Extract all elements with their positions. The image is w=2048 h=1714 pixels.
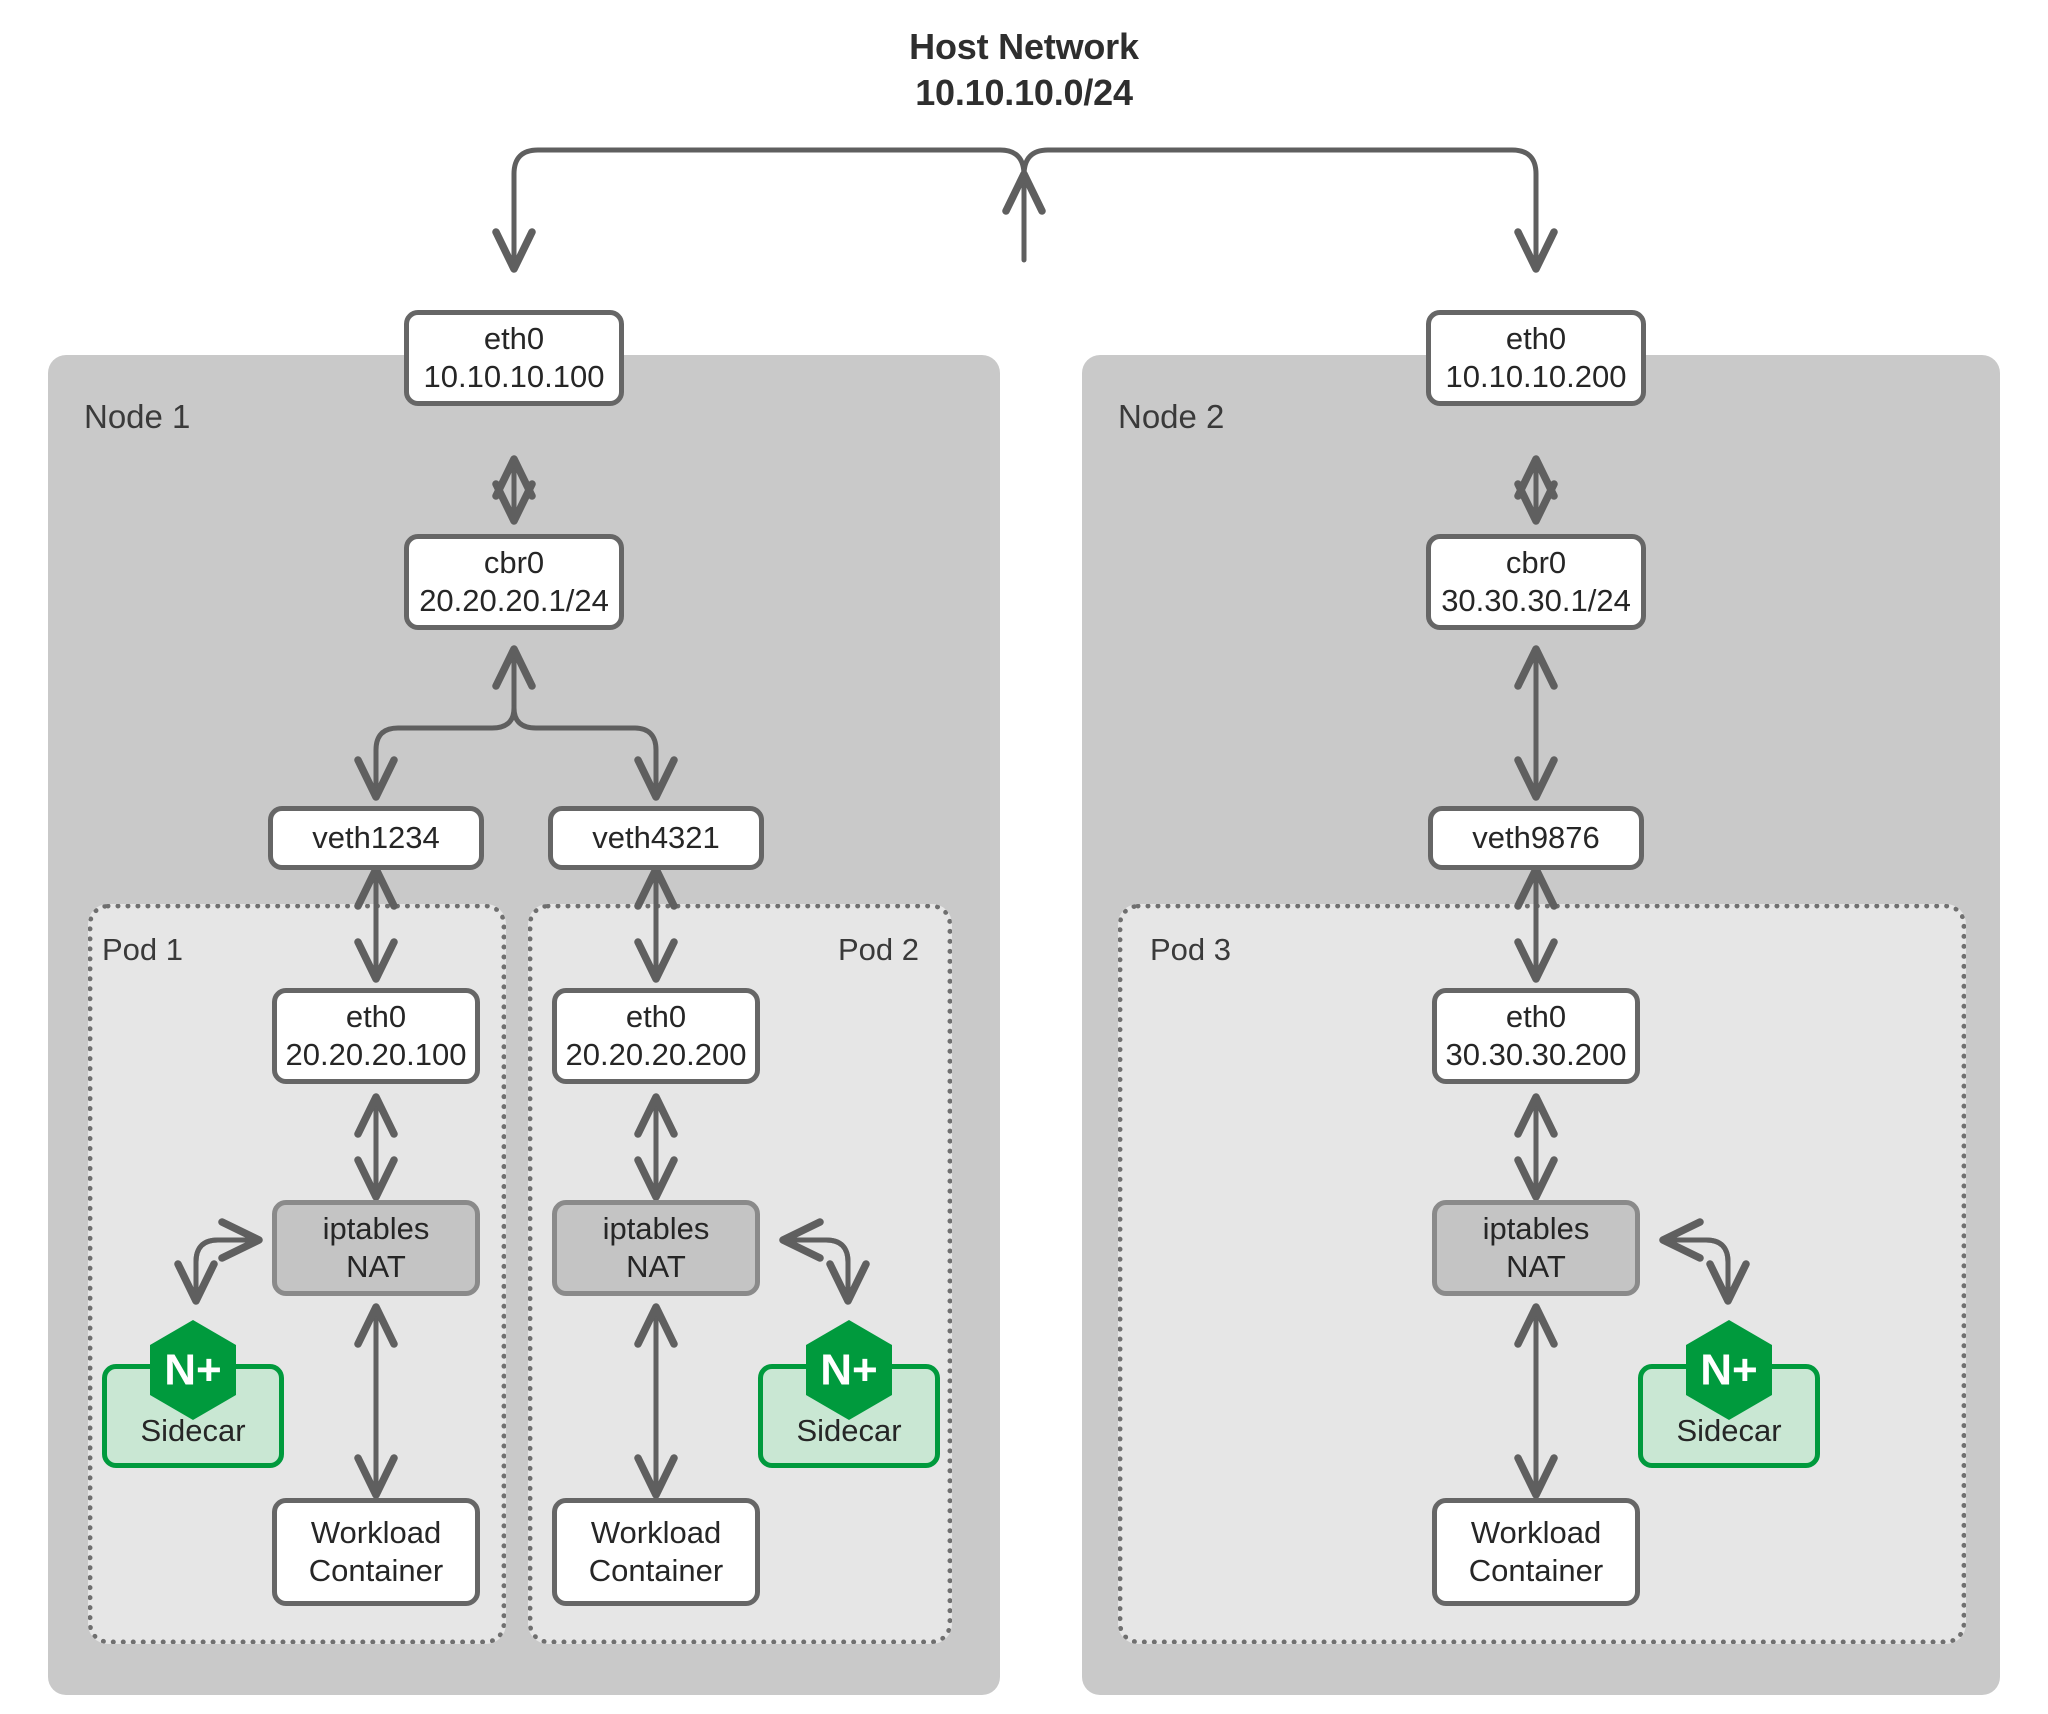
pod-1-eth0-name: eth0 — [345, 999, 407, 1035]
veth1234-label: veth1234 — [312, 820, 440, 856]
pod-1-nginx-plus-icon: N+ — [147, 1318, 239, 1422]
node-1-label: Node 1 — [84, 398, 191, 435]
pod-3-eth0-name: eth0 — [1505, 999, 1567, 1035]
node-1-cbr0-name: cbr0 — [483, 545, 545, 581]
pod-3-workload-container-box[interactable]: Workload Container — [1432, 1498, 1640, 1606]
pod-2-nat-line-2: NAT — [626, 1249, 686, 1284]
pod-1-workload-line-1: Workload — [310, 1515, 442, 1551]
svg-text:N+: N+ — [1700, 1346, 1757, 1395]
node-1-cbr0-box[interactable]: cbr0 20.20.20.1/24 — [404, 534, 624, 630]
pod-3-nginx-plus-icon: N+ — [1683, 1318, 1775, 1422]
veth9876-label: veth9876 — [1472, 820, 1600, 856]
node-2-cbr0-ip: 30.30.30.1/24 — [1441, 583, 1631, 618]
node-1-eth0-box[interactable]: eth0 10.10.10.100 — [404, 310, 624, 406]
pod-3-workload-line-1: Workload — [1470, 1515, 1602, 1551]
node-2-cbr0-box[interactable]: cbr0 30.30.30.1/24 — [1426, 534, 1646, 630]
veth4321-label: veth4321 — [592, 820, 720, 856]
pod-1-eth0-box[interactable]: eth0 20.20.20.100 — [272, 988, 480, 1084]
veth9876-box[interactable]: veth9876 — [1428, 806, 1644, 870]
node-2-eth0-box[interactable]: eth0 10.10.10.200 — [1426, 310, 1646, 406]
title-line-2: 10.10.10.0/24 — [915, 72, 1133, 114]
pod-1-workload-container-box[interactable]: Workload Container — [272, 1498, 480, 1606]
node-2-eth0-name: eth0 — [1505, 321, 1567, 357]
pod-1-nat-line-2: NAT — [346, 1249, 406, 1284]
pod-2-label: Pod 2 — [838, 932, 920, 967]
pod-2-iptables-nat-box[interactable]: iptables NAT — [552, 1200, 760, 1296]
pod-2-eth0-box[interactable]: eth0 20.20.20.200 — [552, 988, 760, 1084]
pod-2-eth0-name: eth0 — [625, 999, 687, 1035]
pod-3-nat-line-1: iptables — [1482, 1211, 1590, 1247]
page-title: Host Network 10.10.10.0/24 — [0, 24, 2048, 116]
svg-text:N+: N+ — [820, 1346, 877, 1395]
pod-1-workload-line-2: Container — [308, 1553, 444, 1588]
node-1-eth0-name: eth0 — [483, 321, 545, 357]
pod-3-workload-line-2: Container — [1468, 1553, 1604, 1588]
node-1-cbr0-ip: 20.20.20.1/24 — [419, 583, 609, 618]
pod-1-nat-line-1: iptables — [322, 1211, 430, 1247]
pod-2-workload-container-box[interactable]: Workload Container — [552, 1498, 760, 1606]
node-2-label: Node 2 — [1118, 398, 1225, 435]
pod-2-nginx-plus-icon: N+ — [803, 1318, 895, 1422]
pod-3-eth0-box[interactable]: eth0 30.30.30.200 — [1432, 988, 1640, 1084]
node-2-cbr0-name: cbr0 — [1505, 545, 1567, 581]
pod-3-iptables-nat-box[interactable]: iptables NAT — [1432, 1200, 1640, 1296]
pod-2-nat-line-1: iptables — [602, 1211, 710, 1247]
pod-3-nat-line-2: NAT — [1506, 1249, 1566, 1284]
pod-3-label: Pod 3 — [1150, 932, 1232, 967]
pod-1-eth0-ip: 20.20.20.100 — [285, 1037, 467, 1072]
pod-2-workload-line-1: Workload — [590, 1515, 722, 1551]
veth4321-box[interactable]: veth4321 — [548, 806, 764, 870]
veth1234-box[interactable]: veth1234 — [268, 806, 484, 870]
node-2-eth0-ip: 10.10.10.200 — [1445, 359, 1627, 394]
title-line-1: Host Network — [909, 26, 1139, 67]
node-1-eth0-ip: 10.10.10.100 — [423, 359, 605, 394]
pod-3-eth0-ip: 30.30.30.200 — [1445, 1037, 1627, 1072]
pod-1-iptables-nat-box[interactable]: iptables NAT — [272, 1200, 480, 1296]
pod-2-workload-line-2: Container — [588, 1553, 724, 1588]
pod-2-eth0-ip: 20.20.20.200 — [565, 1037, 747, 1072]
svg-text:N+: N+ — [164, 1346, 221, 1395]
pod-1-label: Pod 1 — [102, 932, 184, 967]
